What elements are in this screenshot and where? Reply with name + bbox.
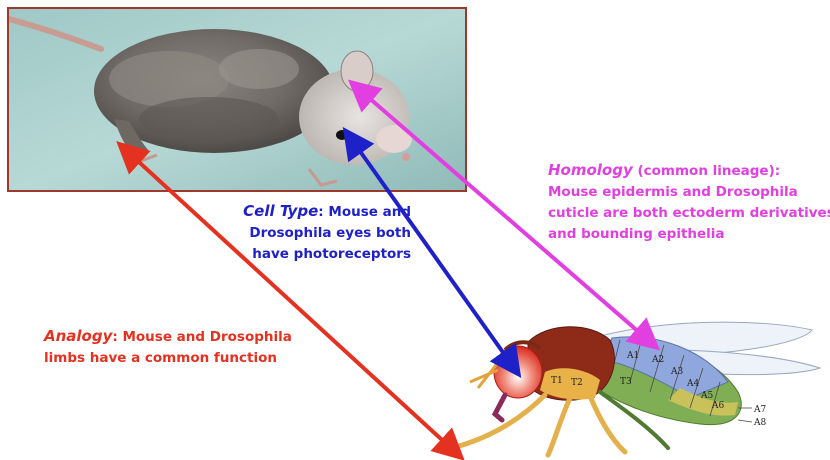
label-T2: T2 xyxy=(571,378,583,388)
label-A3: A3 xyxy=(670,367,683,377)
label-A4: A4 xyxy=(686,379,699,389)
cell-type-line-2: have photoreceptors xyxy=(206,244,411,265)
label-A2: A2 xyxy=(651,355,664,365)
label-A6: A6 xyxy=(711,401,724,411)
homology-line-3: and bounding epithelia xyxy=(548,224,830,245)
homology-line-1: Mouse epidermis and Drosophila xyxy=(548,182,830,203)
homology-line-2: cuticle are both ectoderm derivatives xyxy=(548,203,830,224)
homology-term: Homology xyxy=(548,161,633,179)
cell-type-colon: : Mouse and xyxy=(318,204,411,220)
cell-type-term: Cell Type xyxy=(243,202,318,220)
cell-type-line-1: Drosophila eyes both xyxy=(206,223,411,244)
analogy-annotation: Analogy: Mouse and Drosophila limbs have… xyxy=(44,326,324,369)
label-T1: T1 xyxy=(551,376,563,386)
analogy-colon: : Mouse and Drosophila xyxy=(112,329,291,345)
analogy-term: Analogy xyxy=(44,327,112,345)
homology-annotation: Homology (common lineage): Mouse epiderm… xyxy=(548,160,830,245)
homology-subtitle: (common lineage): xyxy=(637,163,780,179)
label-T3: T3 xyxy=(620,377,632,387)
analogy-arrow xyxy=(128,152,453,450)
cell-type-annotation: Cell Type: Mouse and Drosophila eyes bot… xyxy=(206,201,411,265)
label-A1: A1 xyxy=(626,351,639,361)
label-A8: A8 xyxy=(753,418,766,428)
analogy-line-1: limbs have a common function xyxy=(44,348,324,369)
label-A5: A5 xyxy=(700,391,713,401)
label-A7: A7 xyxy=(753,405,766,415)
